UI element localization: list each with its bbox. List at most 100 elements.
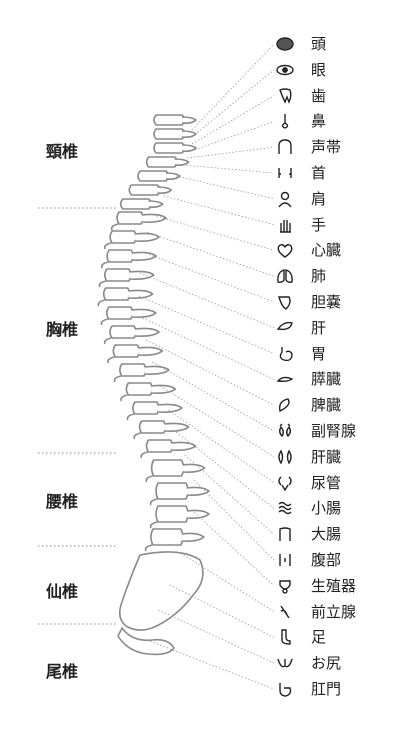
spinous-process [129, 270, 155, 280]
region-label-sacrum: 仙椎 [46, 582, 79, 601]
anterior-edge [110, 223, 119, 231]
leader-line [191, 69, 275, 138]
organ-label: 足 [311, 628, 327, 647]
cervical-process [174, 158, 190, 166]
leader-line [146, 231, 275, 277]
spinous-process [151, 384, 177, 394]
cervical-vertebra [145, 156, 179, 168]
organ-label: お尻 [311, 654, 342, 673]
region-dividers [38, 207, 116, 625]
vertebra-body [104, 268, 132, 282]
leader-line [146, 639, 275, 690]
spinous-process [144, 365, 170, 375]
leader-line [142, 251, 275, 303]
vertebra-body [109, 230, 137, 244]
region-label-coccyx: 尾椎 [46, 662, 79, 681]
cervical-vertebra [137, 170, 170, 182]
cervical-process [157, 186, 173, 194]
pancreas-icon [276, 370, 294, 388]
spinous-process [134, 327, 160, 337]
organ-label: 鼻 [311, 112, 327, 131]
hand-icon [276, 216, 294, 234]
organ-label: 副腎腺 [311, 422, 357, 440]
anterior-edge [97, 299, 105, 307]
leader-line [193, 479, 275, 561]
leader-line [151, 361, 275, 432]
organ-label: 肝 [311, 318, 327, 337]
liver-icon [276, 319, 294, 337]
cervical-process [165, 172, 181, 180]
vocal-cords-icon [276, 138, 294, 156]
cervical-vertebra [153, 114, 186, 126]
buttocks-icon [276, 654, 294, 672]
abdomen-icon [276, 551, 294, 569]
spinous-process [164, 422, 190, 432]
organ-label: 頭 [311, 35, 327, 53]
spinous-process [181, 532, 205, 542]
organ-label: 大腸 [311, 525, 342, 544]
sacrum [118, 551, 204, 631]
organ-label: 尿管 [311, 473, 342, 492]
organ-label: 肝臓 [311, 447, 342, 466]
anterior-edge [103, 242, 112, 250]
organ-label: 眼 [311, 60, 327, 79]
organ-label: 手 [311, 215, 327, 234]
vertebra-body [116, 211, 144, 225]
spinous-process [141, 213, 167, 223]
leader-line [182, 164, 275, 174]
shoulder-icon [276, 190, 294, 208]
organ-label: 歯 [311, 86, 327, 105]
vertebra-body [150, 528, 184, 546]
cervical-vertebra [128, 184, 162, 196]
leader-line [184, 454, 275, 535]
anterior-edge [113, 375, 122, 383]
leader-line [139, 272, 275, 329]
leader-line [193, 511, 275, 587]
lungs-icon [276, 267, 294, 285]
leader-line [187, 146, 275, 159]
spinous-process [128, 289, 154, 299]
anterior-edge [107, 356, 115, 364]
large-intestine-icon [276, 525, 294, 543]
cervical-process [181, 130, 197, 138]
organ-label: 声帯 [311, 138, 342, 157]
vertebra-body [145, 439, 174, 453]
region-label-cervical: 頸椎 [46, 142, 79, 161]
vertebra-body [150, 459, 185, 477]
coccyx [117, 627, 175, 656]
spine-outline [97, 114, 210, 656]
eye-icon [276, 61, 294, 79]
spinous-process [171, 441, 197, 451]
leader-line [160, 385, 275, 458]
organ-label: 心臓 [311, 241, 342, 260]
organ-label: 前立腺 [311, 602, 357, 621]
vertebra-body [102, 287, 131, 301]
spinous-process [182, 463, 206, 473]
organ-label: 脾臓 [311, 396, 342, 415]
leader-line [169, 584, 275, 638]
spinous-process [131, 251, 157, 261]
organ-label: 肩 [311, 189, 327, 208]
brain-icon [276, 35, 294, 53]
vertebra-body [125, 382, 154, 396]
prostate-icon [276, 603, 294, 621]
cervical-vertebra [119, 198, 153, 210]
cervical-process [148, 200, 164, 208]
anterior-edge [100, 318, 109, 326]
neck-icon [276, 164, 294, 182]
spinous-process [186, 509, 210, 519]
nose-icon [276, 112, 294, 130]
anterior-edge [149, 521, 158, 529]
leader-line [168, 409, 275, 483]
leader-line [183, 554, 275, 612]
anterior-edge [145, 475, 153, 483]
cervical-vertebra [153, 142, 186, 154]
cervical-process [181, 116, 197, 124]
anterior-edge [140, 451, 148, 459]
spinous-process [157, 403, 183, 413]
anterior-edge [100, 261, 109, 269]
leader-line [191, 95, 275, 145]
vertebra-body [112, 344, 141, 358]
region-label-thoracic: 胸椎 [46, 320, 79, 339]
organ-label: 胃 [311, 344, 327, 363]
